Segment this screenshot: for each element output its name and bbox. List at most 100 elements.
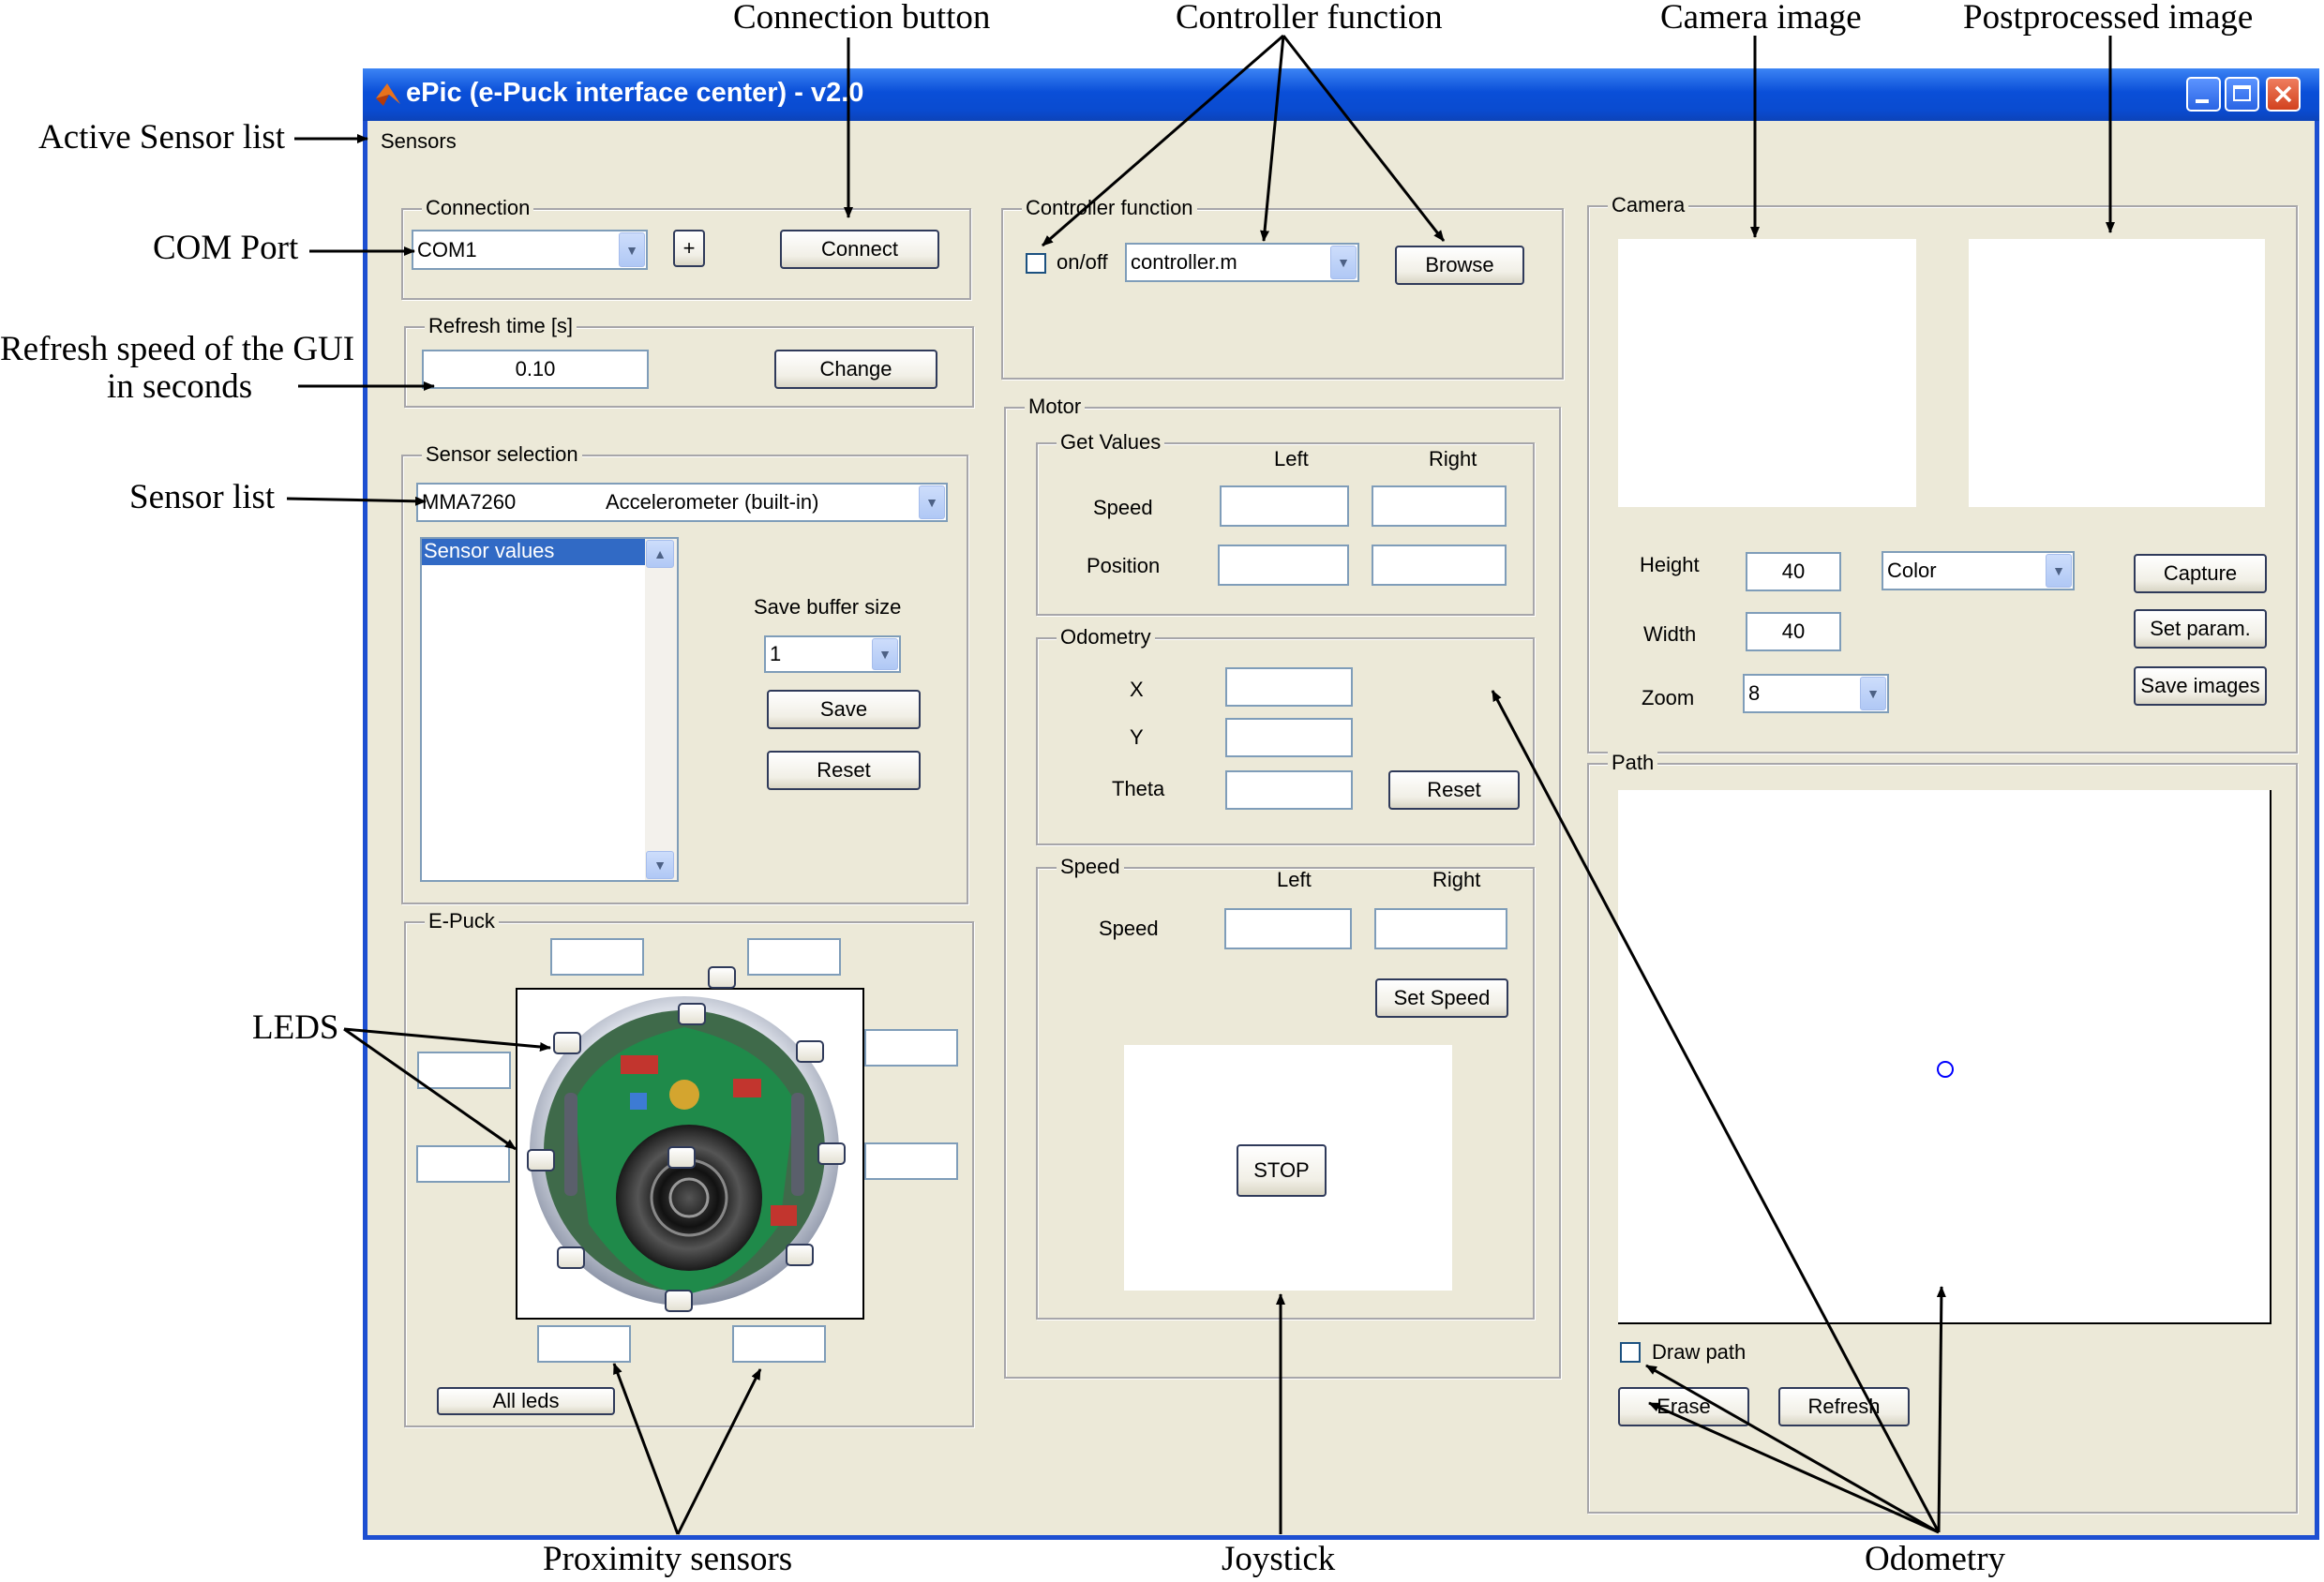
- com-port-select[interactable]: COM1 ▼: [412, 230, 648, 270]
- zoom-label: Zoom: [1642, 686, 1695, 709]
- controller-file-value: controller.m: [1131, 250, 1237, 274]
- width-label: Width: [1643, 622, 1697, 646]
- camera-image: [1618, 239, 1916, 507]
- chevron-down-icon[interactable]: ▼: [2046, 554, 2072, 588]
- camera-group: Camera: [1587, 193, 2298, 754]
- close-icon: [2274, 85, 2292, 103]
- connect-button[interactable]: Connect: [780, 230, 939, 269]
- color-mode-value: Color: [1887, 559, 1937, 582]
- matlab-icon: [376, 83, 400, 106]
- set-param-button[interactable]: Set param.: [2134, 609, 2267, 649]
- sensor-code: MMA7260: [422, 490, 517, 514]
- led-button[interactable]: [553, 1032, 581, 1054]
- set-speed-left-header: Left: [1277, 868, 1312, 891]
- led-button[interactable]: [817, 1142, 846, 1165]
- draw-path-label: Draw path: [1652, 1340, 1747, 1364]
- scroll-down-icon[interactable]: ▼: [646, 851, 674, 879]
- connection-group: Connection: [401, 196, 971, 300]
- chevron-down-icon[interactable]: ▼: [872, 638, 898, 670]
- save-images-button[interactable]: Save images: [2134, 666, 2267, 706]
- odometry-y-label: Y: [1130, 725, 1144, 749]
- odometry-group: Odometry: [1036, 625, 1535, 845]
- led-button[interactable]: [667, 1146, 696, 1169]
- robot-position-marker: [1937, 1061, 1954, 1078]
- minimize-button[interactable]: [2186, 77, 2221, 112]
- epic-window: ePic (e-Puck interface center) - v2.0 Se…: [363, 68, 2319, 1540]
- refresh-label: Refresh time [s]: [425, 314, 577, 338]
- path-group: Path: [1587, 751, 2298, 1514]
- annotation-joystick: Joystick: [1222, 1540, 1336, 1578]
- proximity-sensor-field: [537, 1325, 631, 1363]
- speed-right-value: [1372, 485, 1507, 527]
- change-button[interactable]: Change: [774, 350, 937, 389]
- save-button[interactable]: Save: [767, 690, 921, 729]
- led-button[interactable]: [678, 1003, 706, 1025]
- width-field[interactable]: 40: [1746, 612, 1841, 651]
- sensor-values-list[interactable]: Sensor values ▲ ▼: [420, 537, 679, 882]
- annotation-refresh-speed-2: in seconds: [107, 367, 253, 406]
- set-speed-right-header: Right: [1432, 868, 1481, 891]
- motor-group: Motor: [1004, 395, 1561, 1379]
- menu-sensors[interactable]: Sensors: [381, 129, 457, 153]
- proximity-sensor-field: [747, 938, 841, 976]
- led-button[interactable]: [708, 966, 736, 989]
- odometry-reset-button[interactable]: Reset: [1388, 770, 1520, 810]
- refresh-time-field[interactable]: 0.10: [422, 350, 649, 389]
- chevron-down-icon[interactable]: ▼: [1860, 677, 1886, 710]
- get-speed-label: Speed: [1093, 496, 1153, 519]
- browse-button[interactable]: Browse: [1395, 246, 1524, 285]
- proximity-sensor-field: [864, 1142, 958, 1180]
- zoom-select[interactable]: 8 ▼: [1743, 674, 1889, 713]
- position-left-value: [1218, 545, 1349, 586]
- capture-button[interactable]: Capture: [2134, 554, 2267, 593]
- annotation-camera-image: Camera image: [1660, 0, 1862, 37]
- controller-file-select[interactable]: controller.m ▼: [1125, 243, 1359, 282]
- maximize-button[interactable]: [2225, 77, 2259, 112]
- zoom-value: 8: [1748, 681, 1761, 705]
- draw-path-checkbox[interactable]: [1620, 1342, 1641, 1363]
- proximity-sensor-field: [417, 1052, 511, 1089]
- refresh-group: Refresh time [s]: [404, 314, 974, 408]
- led-button[interactable]: [557, 1246, 585, 1269]
- set-speed-right-field[interactable]: [1374, 908, 1507, 949]
- reset-sensor-button[interactable]: Reset: [767, 751, 921, 790]
- annotation-connection-button: Connection button: [733, 0, 991, 37]
- chevron-down-icon[interactable]: ▼: [919, 485, 945, 519]
- chevron-down-icon[interactable]: ▼: [619, 232, 645, 267]
- list-item[interactable]: Sensor values: [422, 539, 645, 565]
- refresh-path-button[interactable]: Refresh: [1778, 1387, 1910, 1426]
- odometry-x-value: [1225, 667, 1353, 707]
- stop-button[interactable]: STOP: [1237, 1144, 1327, 1197]
- annotation-proximity-sensors: Proximity sensors: [543, 1540, 793, 1578]
- controller-label: Controller function: [1022, 196, 1197, 220]
- led-button[interactable]: [527, 1149, 555, 1172]
- scroll-up-icon[interactable]: ▲: [646, 540, 674, 568]
- set-speed-left-field[interactable]: [1224, 908, 1352, 949]
- sensor-selection-group: Sensor selection: [401, 442, 968, 904]
- chevron-down-icon[interactable]: ▼: [1330, 246, 1357, 279]
- height-label: Height: [1640, 553, 1700, 576]
- led-button[interactable]: [786, 1244, 814, 1266]
- list-scrollbar[interactable]: ▲ ▼: [645, 539, 677, 880]
- close-button[interactable]: [2266, 77, 2301, 112]
- get-position-label: Position: [1087, 554, 1161, 577]
- position-right-value: [1372, 545, 1507, 586]
- set-speed-button[interactable]: Set Speed: [1375, 978, 1508, 1018]
- joystick-area[interactable]: STOP: [1124, 1045, 1452, 1291]
- led-button[interactable]: [796, 1040, 824, 1063]
- led-button[interactable]: [665, 1290, 693, 1312]
- set-speed-label: Speed: [1099, 917, 1159, 940]
- odometry-x-label: X: [1130, 678, 1144, 701]
- all-leds-button[interactable]: All leds: [437, 1387, 615, 1415]
- title-bar[interactable]: ePic (e-Puck interface center) - v2.0: [363, 68, 2319, 121]
- sensor-name: Accelerometer (built-in): [606, 490, 819, 514]
- speed-group: Speed: [1036, 855, 1535, 1320]
- color-mode-select[interactable]: Color ▼: [1882, 551, 2075, 590]
- controller-onoff-checkbox[interactable]: [1026, 253, 1046, 274]
- window-client: Sensors Connection COM1 ▼ + Connect Refr…: [367, 121, 2315, 1535]
- buffer-size-select[interactable]: 1 ▼: [764, 635, 901, 673]
- sensor-select[interactable]: MMA7260 Accelerometer (built-in) ▼: [416, 483, 948, 522]
- epuck-group: E-Puck: [404, 909, 974, 1427]
- height-field[interactable]: 40: [1746, 552, 1841, 591]
- plus-button[interactable]: +: [673, 230, 705, 267]
